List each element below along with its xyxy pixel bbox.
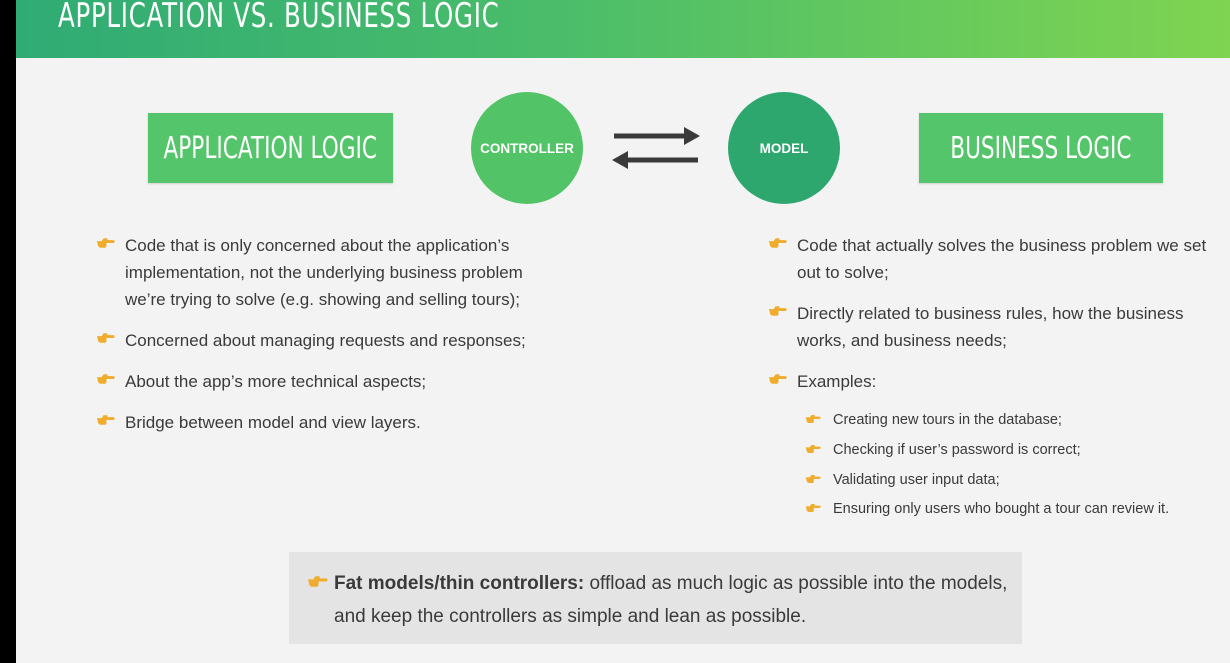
model-circle: MODEL — [728, 92, 840, 204]
controller-circle: CONTROLLER — [471, 92, 583, 204]
pointing-hand-icon — [96, 374, 115, 384]
pointing-hand-icon — [768, 238, 787, 248]
list-item: About the app’s more technical aspects; — [96, 368, 556, 395]
callout-box: Fat models/thin controllers: offload as … — [289, 552, 1022, 644]
pointing-hand-icon — [805, 474, 821, 483]
pointing-hand-icon — [805, 444, 821, 453]
list-item: Concerned about managing requests and re… — [96, 327, 556, 354]
callout-bold: Fat models/thin controllers: — [334, 573, 585, 594]
controller-label: CONTROLLER — [480, 140, 574, 156]
business-logic-box: BUSINESS LOGIC — [919, 113, 1163, 183]
pointing-hand-icon — [96, 333, 115, 343]
list-item: Code that is only concerned about the ap… — [96, 232, 556, 313]
application-logic-label: APPLICATION LOGIC — [163, 130, 378, 166]
pointing-hand-icon — [96, 238, 115, 248]
list-item: Creating new tours in the database; — [805, 410, 1225, 430]
list-item: Code that actually solves the business p… — [768, 232, 1223, 286]
slide-title: APPLICATION VS. BUSINESS LOGIC — [58, 0, 500, 36]
model-label: MODEL — [759, 140, 809, 156]
list-item: Checking if user’s password is correct; — [805, 440, 1225, 460]
business-logic-label: BUSINESS LOGIC — [950, 130, 1132, 166]
pointing-hand-icon — [805, 415, 821, 423]
pointing-hand-icon — [308, 576, 328, 587]
callout-body: offload as much logic as possible into t… — [334, 573, 1008, 627]
application-logic-list: Code that is only concerned about the ap… — [96, 232, 556, 450]
slide: APPLICATION VS. BUSINESS LOGIC APPLICATI… — [16, 0, 1230, 663]
list-item: Directly related to business rules, how … — [768, 300, 1223, 354]
list-item: Ensuring only users who bought a tour ca… — [805, 499, 1225, 519]
list-item: Validating user input data; — [805, 470, 1225, 490]
pointing-hand-icon — [768, 306, 787, 316]
list-item: Bridge between model and view layers. — [96, 409, 556, 436]
application-logic-box: APPLICATION LOGIC — [148, 113, 393, 183]
bidirectional-arrows-icon — [612, 127, 700, 169]
header-bar: APPLICATION VS. BUSINESS LOGIC — [16, 0, 1230, 58]
business-logic-list: Code that actually solves the business p… — [768, 232, 1223, 409]
pointing-hand-icon — [805, 504, 821, 513]
callout-text: Fat models/thin controllers: offload as … — [334, 567, 1014, 633]
pointing-hand-icon — [768, 374, 787, 384]
pointing-hand-icon — [96, 415, 115, 425]
list-item: Examples: — [768, 368, 1223, 395]
examples-list: Creating new tours in the database; Chec… — [805, 410, 1225, 529]
